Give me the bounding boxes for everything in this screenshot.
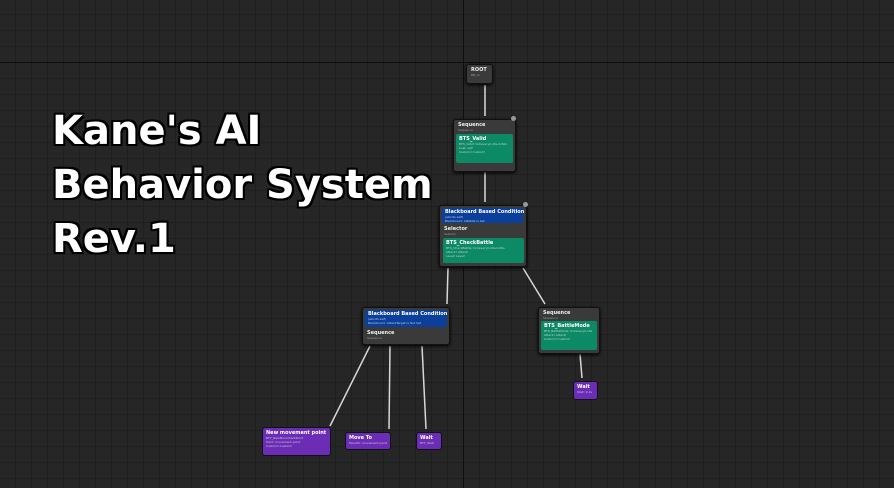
task-line: Custom! Custom! [266,444,293,448]
selector-node[interactable]: Blackboard Based Condition (aborts self)… [439,205,527,267]
title-line: Behavior System [52,162,433,208]
task-sub: MoveTo: movement point [349,441,387,445]
service-title: BTS_BattleMode [544,323,590,329]
edge [522,267,546,305]
node-sub: Sequence [367,336,382,340]
sequence-right-node[interactable]: Sequence Sequence BTS_BattleMode BTS_Bat… [538,307,600,354]
wait-left-task[interactable]: Wait BTT_Wait [416,432,442,450]
service-title: BTS_CheckBattle [446,240,494,246]
task-title: Wait [420,435,433,441]
decorator-sub: Blackboard: AttackTarget is Not Set [368,321,422,325]
node-sub: Sequence [543,316,558,320]
sequence-left-node[interactable]: Blackboard Based Condition (aborts self)… [362,307,450,345]
root-sub: BB_AI [471,73,480,77]
service-line: Custom! Custom! [544,337,571,341]
service-sub: BTS_CheckBattle: tickevery0.40s-0.60s [446,246,505,250]
node-title: Sequence [458,122,486,128]
title-line: Kane's AI [52,108,262,154]
decorator-sub: (aborts self) [368,317,387,321]
service-bts-checkbattle[interactable]: BTS_CheckBattle BTS_CheckBattle: tickeve… [443,238,524,263]
service-bts-valid[interactable]: BTS_Valid BTS_Valid: tickevery0.40s-0.60… [456,134,513,163]
node-title: Sequence [543,310,571,316]
decorator-sub: Blackboard: InBattle is Set [445,219,485,223]
decorator-title: Blackboard Based Condition [368,311,448,317]
service-line: Attack! Attack! [544,333,567,337]
new-movement-point-task[interactable]: New movement point BTT_NewMovementPoint … [262,427,331,456]
node-sub: Selector [444,232,457,236]
edge [446,267,449,305]
wait-right-task[interactable]: Wait Wait: 0.1s [573,381,598,400]
service-sub: BTS_Valid: tickevery0.40s-0.60s [459,142,507,146]
task-title: Wait [577,384,590,390]
task-title: New movement point [266,430,327,436]
service-line: Attack! Attack! [446,250,469,254]
decorator-blackboard[interactable]: Blackboard Based Condition (aborts self)… [442,208,525,223]
node-title: Sequence [367,330,395,336]
task-sub: Wait: 0.1s [577,390,592,394]
task-title: Move To [349,435,372,441]
edge [421,345,427,430]
root-node[interactable]: ROOT BB_AI [466,64,493,84]
title-line: Rev.1 [52,216,176,262]
edge [388,345,391,430]
move-to-task[interactable]: Move To MoveTo: movement point [345,432,391,450]
task-line: Point: movement point [266,440,301,444]
node-sub: Sequence [458,128,473,132]
edge [579,353,583,379]
decorator-sub: (aborts self) [445,215,464,219]
service-title: BTS_Valid [459,136,487,142]
pin[interactable] [511,116,516,121]
decorator-blackboard[interactable]: Blackboard Based Condition (aborts self)… [365,310,447,327]
service-sub: BTS_BattleMode: tickevery0.10s [544,329,593,333]
service-bts-battlemode[interactable]: BTS_BattleMode BTS_BattleMode: tickevery… [541,321,597,350]
edge [329,345,371,427]
pin[interactable] [523,202,528,207]
service-line: Custom! Custom! [459,150,486,154]
sequence-node[interactable]: Sequence Sequence BTS_Valid BTS_Valid: t… [453,119,516,172]
task-sub: BTT_NewMovementPoint [266,436,304,440]
task-sub: BTT_Wait [420,441,434,445]
decorator-title: Blackboard Based Condition [445,209,525,215]
service-line: Level! Level! [446,254,466,258]
root-label: ROOT [471,67,487,73]
grid-major-horizontal [0,62,894,63]
service-line: bush self [459,146,473,150]
overlay-title: Kane's AI Behavior System Rev.1 [52,104,433,266]
node-title: Selector [444,226,468,232]
